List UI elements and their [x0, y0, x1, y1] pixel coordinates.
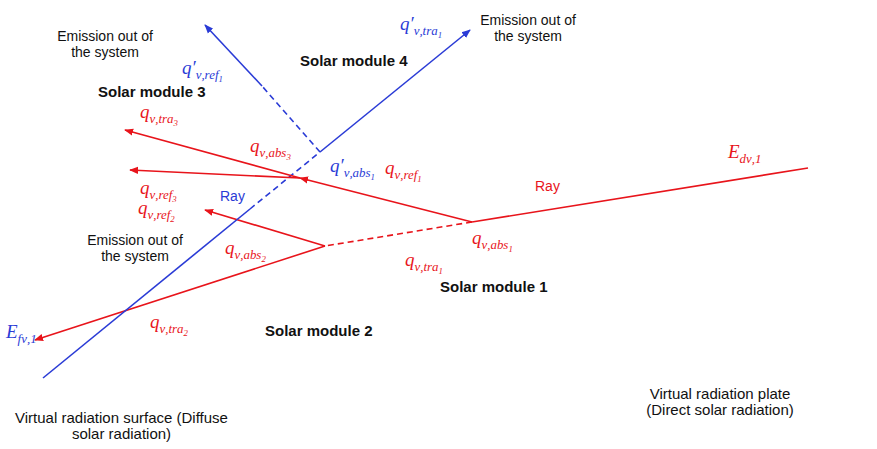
blue-ray — [205, 25, 470, 209]
annotation: Emission out of the system — [85, 232, 185, 264]
leaf-outline — [245, 180, 420, 320]
flux-symbol: qν,ref1 — [385, 158, 422, 179]
flux-symbol: q′ν,abs1 — [330, 156, 375, 177]
flux-symbol: q′ν,tra1 — [400, 14, 442, 35]
annotation: Ray — [220, 188, 245, 204]
flux-symbol: q′ν,ref1 — [182, 58, 223, 79]
ray-connector — [300, 178, 472, 222]
flux-symbol: qν,ref3 — [140, 178, 177, 199]
surface-caption: Virtual radiation plate (Direct solar ra… — [640, 386, 800, 418]
radiation-surface: Virtual radiation surface (Diffuse solar… — [12, 346, 70, 410]
annotation: Ray — [535, 178, 560, 194]
flux-symbol: qν,tra1 — [405, 250, 443, 271]
plate-outline — [636, 2, 874, 358]
flux-symbol: qν,tra2 — [150, 312, 188, 333]
flux-symbol: qν,abs1 — [472, 228, 513, 249]
solar-module: Solar module 1 — [410, 145, 545, 275]
module-name: Solar module 1 — [440, 278, 548, 295]
module-name: Solar module 2 — [265, 322, 373, 339]
radiation-surface: Virtual radiation plate (Direct solar ra… — [636, 2, 874, 358]
flux-symbol: Efν,1 — [6, 322, 37, 342]
surface-caption: Virtual radiation surface (Diffuse solar… — [14, 410, 229, 442]
leaf-outline — [410, 145, 545, 275]
plate-outline — [12, 346, 70, 410]
annotation: Emission out of the system — [478, 12, 578, 44]
flux-symbol: qν,ref2 — [138, 198, 175, 219]
solar-module: Solar module 2 — [245, 180, 420, 320]
module-name: Solar module 4 — [300, 52, 408, 69]
solar-module: Solar module 4 — [345, 40, 440, 140]
ray-connector — [43, 209, 250, 378]
red-ray — [35, 130, 325, 340]
flux-symbol: qν,tra3 — [140, 102, 178, 123]
annotation: Emission out of the system — [55, 28, 155, 60]
flux-symbol: Edν,1 — [728, 142, 761, 162]
flux-symbol: qν,abs3 — [250, 136, 291, 157]
flux-symbol: qν,abs2 — [225, 238, 266, 259]
module-name: Solar module 3 — [98, 83, 206, 100]
ray-connector — [472, 168, 808, 222]
ray-connector — [325, 222, 472, 246]
